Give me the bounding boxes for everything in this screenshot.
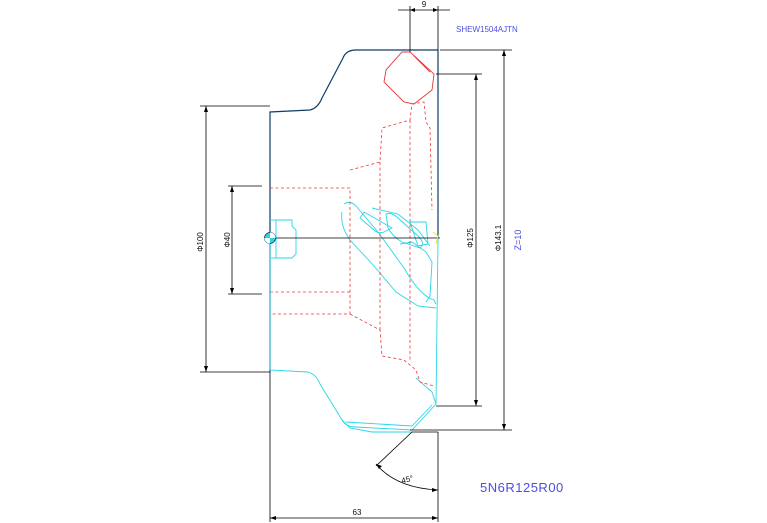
dim-dia-125-text: Φ125 xyxy=(466,228,475,248)
insert-shape xyxy=(383,51,435,105)
part-number-label: 5N6R125R00 xyxy=(480,480,564,495)
cutter-outline-upper xyxy=(269,49,439,372)
dim-angle: 45° xyxy=(375,431,439,492)
dim-dia-100: Φ100 xyxy=(196,105,270,373)
dim-dia-40: Φ40 xyxy=(223,185,262,295)
teeth-count-label: Z=10 xyxy=(513,230,523,251)
dim-dia-100-text: Φ100 xyxy=(196,232,205,252)
dim-dia-143-text: Φ143.1 xyxy=(494,224,503,251)
dim-angle-text: 45° xyxy=(400,474,414,486)
insert-code-label: SHEW1504AJTN xyxy=(456,25,518,34)
dim-dia-143: Φ143.1 xyxy=(410,49,512,431)
dim-height-text: 63 xyxy=(353,508,362,517)
dim-dia-125: Φ125 xyxy=(436,73,482,407)
centre-mark xyxy=(264,231,440,245)
dim-height: 63 xyxy=(269,372,439,522)
internal-hidden-lines xyxy=(270,101,435,387)
dim-insert-width-text: 9 xyxy=(422,0,427,9)
dim-insert-width: 9 xyxy=(398,0,450,52)
dim-dia-40-text: Φ40 xyxy=(223,232,232,248)
cutter-outline-lower xyxy=(269,201,439,433)
